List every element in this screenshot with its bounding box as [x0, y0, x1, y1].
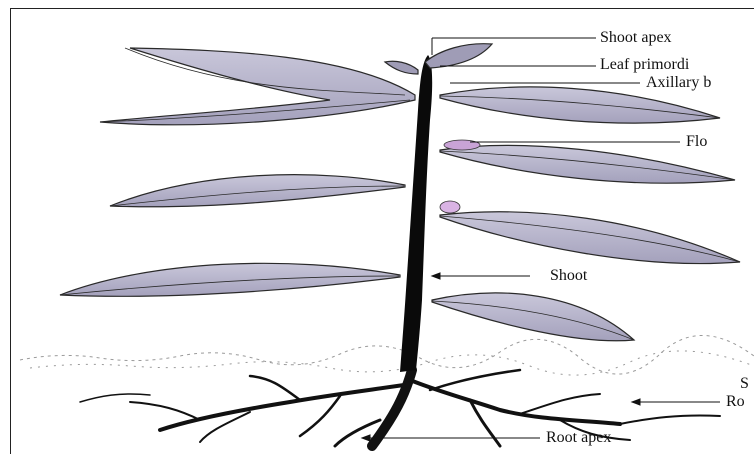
- label-leaf-primordia: Leaf primordi: [600, 57, 689, 73]
- label-shoot: Shoot: [550, 268, 587, 284]
- label-soil-partial: S: [740, 376, 749, 392]
- label-shoot-apex: Shoot apex: [600, 30, 672, 46]
- label-axillary-bud: Axillary b: [646, 75, 711, 91]
- root-system: [80, 370, 720, 446]
- label-root-apex: Root apex: [546, 430, 611, 446]
- leaves: [60, 44, 740, 341]
- label-root-partial: Ro: [726, 394, 745, 410]
- soil-line: [20, 335, 754, 375]
- label-flower: Flo: [686, 134, 707, 150]
